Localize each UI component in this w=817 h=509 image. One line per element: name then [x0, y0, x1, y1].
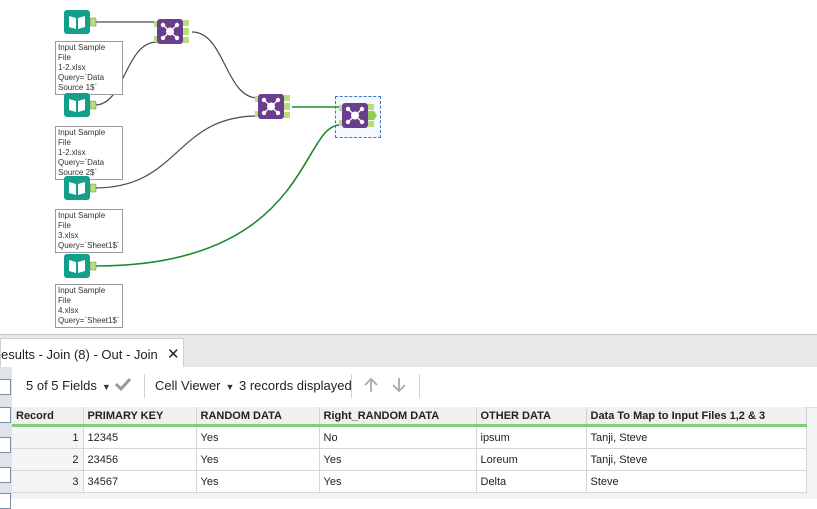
scroll-up-button[interactable] [362, 376, 380, 397]
table-cell[interactable]: ipsum [476, 425, 587, 449]
fields-dropdown[interactable]: 5 of 5 Fields ▼ [26, 378, 111, 393]
table-cell[interactable]: 34567 [83, 470, 197, 493]
results-tab-bar: esults - Join (8) - Out - Join ✕ [0, 335, 817, 367]
input-annotation-4: Input Sample File 4.xlsx Query=`Sheet1$` [55, 284, 123, 328]
join-icon [255, 94, 290, 119]
input-annotation-2: Input Sample File 1-2.xlsx Query=`Data S… [55, 126, 123, 180]
connection-input2-join1 [94, 41, 158, 106]
results-side-strip [0, 367, 12, 509]
checkmark-icon [114, 377, 132, 392]
table-cell[interactable]: Yes [196, 448, 320, 471]
arrow-down-icon [392, 378, 406, 393]
expand-icon[interactable] [0, 467, 11, 483]
table-cell[interactable]: 12345 [83, 425, 197, 449]
input-data-tool-3[interactable] [64, 176, 97, 200]
join-tool-2[interactable] [255, 94, 290, 119]
input-annotation-3: Input Sample File 3.xlsx Query=`Sheet1$` [55, 209, 123, 253]
book-icon [64, 254, 97, 278]
records-count: 3 records displayed [239, 378, 352, 393]
results-tab-title: esults - Join (8) - Out - Join [1, 347, 158, 362]
table-cell[interactable]: Yes [319, 470, 477, 493]
results-tab[interactable]: esults - Join (8) - Out - Join ✕ [0, 338, 184, 367]
record-number-cell[interactable]: 3 [12, 470, 84, 493]
caret-down-icon: ▼ [101, 382, 111, 392]
search-icon[interactable] [0, 437, 11, 453]
column-header[interactable]: Record [12, 407, 84, 427]
table-view-icon[interactable] [0, 379, 11, 395]
workflow-canvas[interactable]: Input Sample File 1-2.xlsx Query=`Data S… [0, 0, 817, 334]
connection-lines [94, 21, 341, 267]
table-cell[interactable]: Yes [196, 425, 320, 449]
connection-join1-join2 [191, 31, 259, 99]
results-toolbar: 5 of 5 Fields ▼ Cell Viewer ▼ 3 records di… [0, 367, 817, 408]
book-icon [64, 93, 97, 117]
table-cell[interactable]: Delta [476, 470, 587, 493]
book-icon [64, 10, 97, 34]
column-header[interactable]: OTHER DATA [476, 407, 587, 427]
input-data-tool-4[interactable] [64, 254, 97, 278]
record-number-cell[interactable]: 1 [12, 425, 84, 449]
book-icon [64, 176, 97, 200]
connection-input3-join2 [94, 115, 259, 189]
table-cell[interactable]: No [319, 425, 477, 449]
table-cell[interactable]: Yes [319, 448, 477, 471]
toolbar-separator [351, 374, 352, 398]
table-cell[interactable]: Tanji, Steve [586, 448, 807, 471]
toolbar-separator [144, 374, 145, 398]
settings-icon[interactable] [0, 493, 11, 509]
caret-down-icon: ▼ [225, 382, 235, 392]
apply-fields-button[interactable] [114, 375, 132, 396]
column-header[interactable]: Right_RANDOM DATA [319, 407, 477, 427]
join-icon [154, 19, 189, 44]
table-cell[interactable]: 23456 [83, 448, 197, 471]
fields-label: 5 of 5 Fields [26, 378, 97, 393]
join-icon [339, 103, 377, 128]
cell-viewer-dropdown[interactable]: Cell Viewer ▼ [155, 378, 234, 393]
scroll-down-button[interactable] [390, 376, 408, 397]
column-header[interactable]: Data To Map to Input Files 1,2 & 3 [586, 407, 807, 427]
table-cell[interactable]: Steve [586, 470, 807, 493]
metadata-view-icon[interactable] [0, 407, 11, 423]
close-icon[interactable]: ✕ [167, 346, 180, 363]
column-header[interactable]: RANDOM DATA [196, 407, 320, 427]
record-number-cell[interactable]: 2 [12, 448, 84, 471]
table-cell[interactable]: Tanji, Steve [586, 425, 807, 449]
input-data-tool-1[interactable] [64, 10, 97, 34]
table-cell[interactable]: Loreum [476, 448, 587, 471]
arrow-up-icon [364, 377, 378, 392]
results-window: esults - Join (8) - Out - Join ✕ 5 of 5 … [0, 334, 817, 509]
toolbar-separator [419, 374, 420, 398]
connection-input4-join3 [94, 124, 341, 267]
join-tool-1[interactable] [154, 19, 189, 44]
table-cell[interactable]: Yes [196, 470, 320, 493]
input-annotation-1: Input Sample File 1-2.xlsx Query=`Data S… [55, 41, 123, 95]
column-header[interactable]: PRIMARY KEY [83, 407, 197, 427]
cell-viewer-label: Cell Viewer [155, 378, 221, 393]
join-tool-3-selected[interactable] [339, 103, 377, 128]
input-data-tool-2[interactable] [64, 93, 97, 117]
